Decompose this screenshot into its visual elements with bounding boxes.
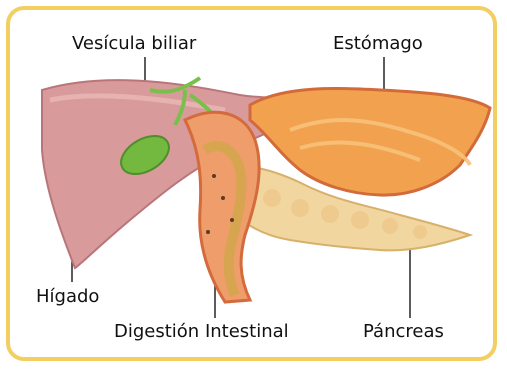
intestine-label: Digestión Intestinal bbox=[114, 321, 289, 343]
stomach-label: Estómago bbox=[333, 33, 423, 55]
liver-label: Hígado bbox=[36, 286, 99, 308]
pancreas-label: Páncreas bbox=[363, 321, 444, 343]
intestine-shape bbox=[185, 112, 259, 302]
gallbladder-label: Vesícula biliar bbox=[72, 33, 196, 55]
